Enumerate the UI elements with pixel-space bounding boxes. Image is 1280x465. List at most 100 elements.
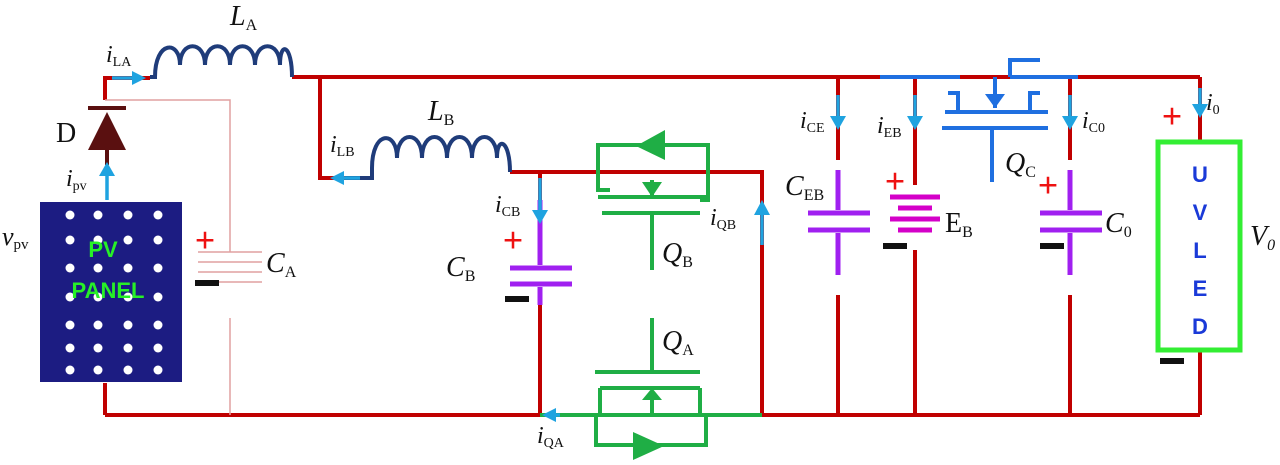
pv-panel-dot: [153, 235, 163, 245]
pv-panel-dot: [153, 210, 163, 220]
label-ila: iLA: [106, 42, 132, 70]
label-ilb: iLB: [330, 132, 355, 160]
label-ca: CA: [266, 248, 297, 281]
label-ceb: CEB: [785, 171, 824, 204]
uv-led-letter-v: V: [1193, 200, 1208, 225]
pv-panel-dot: [65, 365, 75, 375]
pv-panel-dot: [93, 365, 103, 375]
arrow-ieb: [907, 116, 923, 130]
label-ipv: ipv: [66, 166, 87, 194]
uv-led-letter-l: L: [1193, 238, 1206, 263]
mosfet-qc: [880, 58, 1078, 182]
mosfet-qa: [540, 318, 762, 447]
plus-led: +: [1162, 96, 1183, 136]
label-qc: QC: [1005, 148, 1036, 181]
pv-panel-dot: [123, 292, 133, 302]
mosfet-qc-arrow: [985, 94, 1005, 108]
plus-c0: +: [1038, 165, 1059, 205]
label-iqa: iQA: [537, 423, 565, 451]
label-ice: iCE: [800, 108, 825, 136]
capacitor-ceb: [808, 170, 870, 275]
inductor-la-coil: [150, 44, 294, 79]
label-eb: EB: [945, 208, 973, 241]
label-i0: i0: [1206, 90, 1220, 118]
pv-panel-dot: [153, 320, 163, 330]
pv-panel-dot: [65, 210, 75, 220]
current-arrowheads: [99, 71, 1208, 422]
pv-panel-dot: [153, 365, 163, 375]
pv-panel-dot: [65, 343, 75, 353]
arrow-icb: [532, 210, 548, 224]
pv-panel-dot: [123, 343, 133, 353]
pv-panel-dot: [123, 235, 133, 245]
label-c0: C0: [1105, 208, 1132, 241]
label-vpv: vpv: [2, 222, 29, 253]
ca-wiring: [105, 99, 231, 415]
inductor-lb-coil: [345, 135, 512, 180]
plus-ca: +: [195, 220, 216, 260]
arrow-ila: [132, 71, 146, 85]
mosfet-qa-body-diode: [633, 432, 664, 460]
mosfet-qb-body-diode: [636, 130, 665, 160]
pv-panel-dot: [65, 320, 75, 330]
pv-panel-dot: [123, 210, 133, 220]
pv-panel-dot: [123, 263, 133, 273]
arrow-i0: [1192, 104, 1208, 118]
uv-led-letter-e: E: [1193, 276, 1208, 301]
label-diode: D: [56, 118, 76, 149]
arrow-iqa: [542, 408, 556, 422]
current-arrows: [105, 76, 1202, 417]
pv-panel-dot: [65, 292, 75, 302]
label-qa: QA: [662, 326, 694, 359]
diode-d: [88, 106, 126, 165]
label-ic0: iC0: [1082, 108, 1105, 136]
pv-panel-label-line1: PV: [88, 237, 118, 262]
label-qb: QB: [662, 238, 693, 271]
label-v0: V0: [1250, 221, 1275, 254]
arrow-ice: [830, 116, 846, 130]
arrow-ipv: [99, 162, 115, 176]
capacitor-c0: [1040, 170, 1102, 275]
arrow-iqb: [754, 200, 770, 215]
minus-c0: [1040, 243, 1064, 249]
minus-eb: [883, 243, 907, 249]
pv-panel-dot: [93, 292, 103, 302]
uv-led-letter-d: D: [1192, 314, 1208, 339]
plus-eb: +: [885, 161, 906, 201]
plus-cb: +: [503, 220, 524, 260]
pv-panel-dot: [93, 235, 103, 245]
minus-ca: [195, 280, 219, 286]
uv-led-letter-u: U: [1192, 162, 1208, 187]
mosfet-qb: [596, 143, 710, 270]
pv-panel-dot: [65, 235, 75, 245]
pv-panel-dot: [123, 320, 133, 330]
arrow-ilb: [330, 171, 344, 185]
pv-panel-dot: [93, 210, 103, 220]
label-lb: LB: [427, 96, 454, 129]
pv-panel-dot: [65, 263, 75, 273]
mosfet-qa-arrow: [642, 388, 662, 400]
battery-eb: [890, 194, 940, 233]
polarity-marks: + + + + +: [195, 96, 1184, 364]
label-ieb: iEB: [877, 113, 902, 141]
minus-cb: [505, 296, 529, 302]
pv-panel-dot: [153, 263, 163, 273]
mosfet-qb-arrow: [642, 182, 662, 197]
label-cb: CB: [446, 252, 475, 285]
pv-panel-dot: [93, 343, 103, 353]
minus-led: [1160, 358, 1184, 364]
pv-panel-dot: [153, 292, 163, 302]
pv-panel-dot: [93, 263, 103, 273]
pv-panel-label-line2: PANEL: [72, 278, 145, 303]
pv-panel-dot: [123, 365, 133, 375]
label-iqb: iQB: [710, 205, 736, 233]
pv-panel-dots: [65, 210, 163, 375]
label-la: LA: [229, 1, 258, 34]
uv-led-box: [1155, 139, 1243, 353]
arrow-ic0: [1062, 116, 1078, 130]
pv-panel-dot: [153, 343, 163, 353]
label-icb: iCB: [495, 192, 520, 220]
pv-panel-dot: [93, 320, 103, 330]
